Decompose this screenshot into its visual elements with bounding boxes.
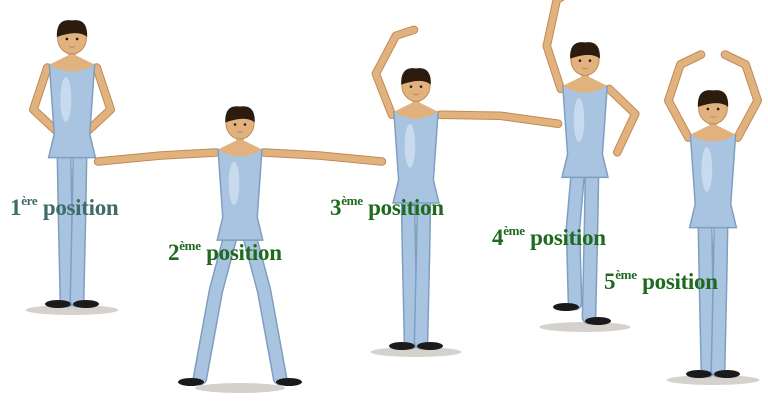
label-position-2-number: 2 [168, 240, 179, 265]
leotard-torso [690, 135, 737, 228]
label-position-3-word: position [368, 195, 444, 220]
leotard-highlight [229, 162, 240, 205]
left-slipper [686, 370, 712, 378]
right-slipper [714, 370, 740, 378]
label-position-1: 1ère position [10, 196, 118, 219]
right-slipper [585, 317, 611, 325]
left-leg [705, 222, 708, 370]
label-position-5-ordinal: ème [615, 267, 636, 282]
leotard-highlight [60, 77, 71, 122]
right-leg [718, 222, 721, 370]
floor-shadow [26, 305, 119, 315]
left-slipper [553, 303, 579, 311]
left-eye [410, 85, 413, 88]
left-slipper [389, 342, 415, 350]
right-leg [77, 152, 80, 300]
label-position-2-word: position [206, 240, 282, 265]
label-position-1-number: 1 [10, 195, 21, 220]
label-position-3: 3ème position [330, 196, 444, 219]
right-eye [717, 108, 720, 111]
right-slipper [276, 378, 302, 386]
label-position-1-ordinal: ère [21, 193, 37, 208]
dancer-3 [371, 30, 559, 357]
right-eye [589, 59, 592, 62]
label-position-5-word: position [642, 269, 718, 294]
left-slipper [178, 378, 204, 386]
left-eye [707, 108, 710, 111]
left-eye [579, 59, 582, 62]
left-eye [66, 38, 69, 41]
label-position-2: 2ème position [168, 241, 282, 264]
leotard-highlight [574, 98, 585, 142]
leotard-torso [393, 112, 439, 203]
right-eye [244, 123, 247, 126]
label-position-1-word: position [43, 195, 119, 220]
left-eye [234, 123, 237, 126]
label-position-4: 4ème position [492, 226, 606, 249]
leotard-torso [562, 86, 608, 177]
left-leg [64, 152, 67, 300]
dancer-1 [26, 20, 119, 315]
label-position-4-number: 4 [492, 225, 503, 250]
label-position-5: 5ème position [604, 270, 718, 293]
dancer-5 [667, 55, 760, 385]
floor-shadow [667, 375, 760, 385]
right-eye [420, 85, 423, 88]
label-position-4-ordinal: ème [503, 223, 524, 238]
label-position-3-number: 3 [330, 195, 341, 220]
label-position-3-ordinal: ème [341, 193, 362, 208]
floor-shadow [371, 347, 462, 357]
left-slipper [45, 300, 71, 308]
floor-shadow [195, 383, 285, 393]
leotard-highlight [701, 147, 712, 192]
label-position-4-word: position [530, 225, 606, 250]
leotard-torso [217, 149, 263, 240]
floor-shadow [539, 322, 630, 332]
right-slipper [73, 300, 99, 308]
leotard-torso [49, 65, 96, 158]
right-eye [76, 38, 79, 41]
label-position-5-number: 5 [604, 269, 615, 294]
right-slipper [417, 342, 443, 350]
leotard-highlight [405, 124, 416, 168]
label-position-2-ordinal: ème [179, 238, 200, 253]
